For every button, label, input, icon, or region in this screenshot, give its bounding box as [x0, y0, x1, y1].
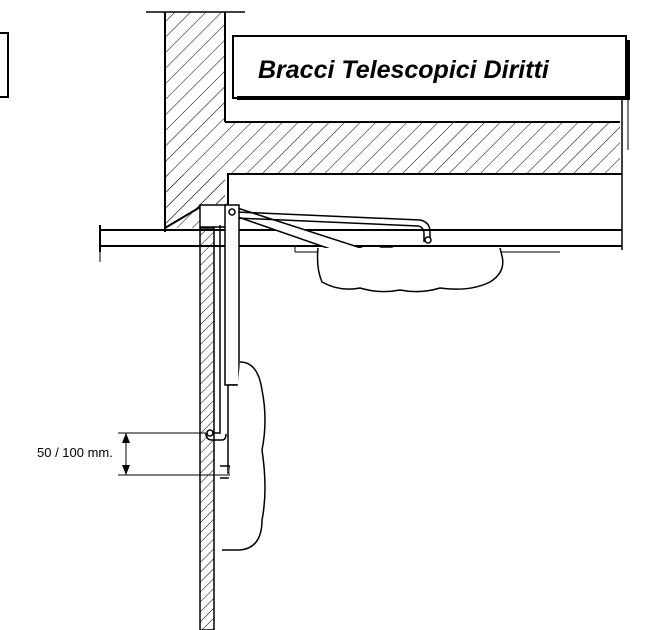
motor-housing-horizontal	[316, 247, 504, 293]
corner-bracket	[199, 204, 229, 228]
ceiling-slab	[164, 121, 622, 229]
title-box: Bracci Telescopici Diritti	[232, 35, 630, 100]
dimension-label: 50 / 100 mm.	[37, 445, 113, 460]
dimension-annotation: 50 / 100 mm.	[37, 432, 230, 476]
diagram-title: Bracci Telescopici Diritti	[258, 56, 550, 84]
left-edge-frame	[0, 32, 9, 98]
motor-housing-vertical	[222, 361, 266, 551]
door-leaf-vertical	[199, 227, 215, 630]
